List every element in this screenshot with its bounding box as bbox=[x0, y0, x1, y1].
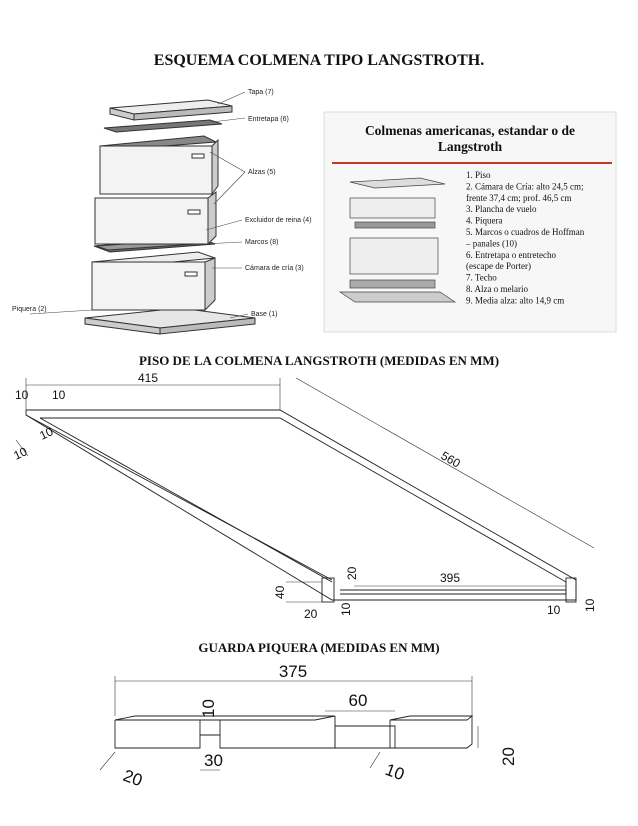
main-title: ESQUEMA COLMENA TIPO LANGSTROTH. bbox=[153, 52, 485, 69]
dim-10-g: 10 bbox=[583, 598, 597, 612]
floor-left-rail bbox=[25, 414, 333, 581]
floor-title: PISO DE LA COLMENA LANGSTROTH (MEDIDAS E… bbox=[138, 353, 500, 368]
dim-10-e: 10 bbox=[339, 602, 353, 616]
panel-title-line1: Colmenas americanas, estandar o de bbox=[365, 123, 575, 138]
floor-front-post-right bbox=[565, 577, 577, 603]
panel-list-item: 6. Entretapa o entretecho bbox=[466, 250, 556, 260]
dim-10-d: 10 bbox=[11, 444, 29, 462]
floor-frame-outer bbox=[25, 409, 577, 601]
floor-front-post-left bbox=[321, 577, 335, 603]
dim-20-b: 20 bbox=[304, 607, 318, 621]
guard-notch-wide bbox=[334, 725, 396, 749]
hive-inner-cover bbox=[103, 119, 223, 133]
dim-10-a: 10 bbox=[15, 388, 29, 402]
hive-lid bbox=[109, 99, 233, 121]
hive-super-lower bbox=[94, 191, 217, 246]
label-base: Base (1) bbox=[251, 311, 277, 318]
dim-10-f: 10 bbox=[547, 603, 561, 617]
info-panel: Colmenas americanas, estandar o de Langs… bbox=[323, 111, 617, 333]
dim-60: 60 bbox=[349, 691, 368, 710]
label-tapa: Tapa (7) bbox=[248, 89, 274, 96]
floor-frame-inner bbox=[40, 417, 567, 595]
panel-list-item: 9. Media alza: alto 14,9 cm bbox=[466, 295, 564, 305]
guard-top-right bbox=[389, 715, 474, 721]
hive-leader-lines bbox=[29, 91, 249, 319]
dim-395: 395 bbox=[440, 571, 460, 585]
floor-drawing bbox=[15, 377, 595, 603]
hive-base bbox=[84, 307, 256, 335]
dim-415: 415 bbox=[138, 371, 158, 385]
hive-super-upper bbox=[99, 135, 219, 196]
dim-40: 40 bbox=[273, 585, 287, 599]
guard-title: GUARDA PIQUERA (MEDIDAS EN MM) bbox=[198, 640, 440, 655]
panel-list-item: 2. Cámara de Cría: alto 24,5 cm; bbox=[466, 181, 583, 191]
panel-list-item: 7. Techo bbox=[466, 273, 497, 283]
floor-dimension-lines bbox=[15, 377, 595, 603]
dim-560: 560 bbox=[439, 448, 464, 470]
guard-dimension-lines bbox=[99, 676, 479, 771]
hive-brood-chamber bbox=[91, 251, 216, 312]
dim-20-depth: 20 bbox=[121, 766, 145, 790]
label-camara: Cámara de cría (3) bbox=[245, 265, 304, 272]
dim-20-height: 20 bbox=[499, 747, 518, 766]
panel-list-item: frente 37,4 cm; prof. 46,5 cm bbox=[466, 193, 571, 203]
panel-list-item: (escape de Porter) bbox=[466, 261, 531, 271]
panel-hive-illustration bbox=[338, 177, 457, 303]
panel-list-item: 4. Piquera bbox=[466, 216, 503, 226]
dim-10-b: 10 bbox=[52, 388, 66, 402]
label-excluidor: Excluidor de reina (4) bbox=[245, 217, 312, 224]
dim-30: 30 bbox=[204, 751, 223, 770]
dim-10-c: 10 bbox=[37, 424, 55, 442]
dim-10-depth: 10 bbox=[383, 760, 407, 784]
panel-list-item: 5. Marcos o cuadros de Hoffman bbox=[466, 227, 585, 237]
guard-front-left bbox=[114, 716, 336, 749]
guard-notch-small bbox=[199, 720, 221, 736]
guard-front-right bbox=[389, 716, 473, 749]
panel-list-item: 3. Plancha de vuelo bbox=[466, 204, 537, 214]
guard-drawing bbox=[99, 676, 479, 771]
dim-20-a: 20 bbox=[345, 566, 359, 580]
label-piquera: Piquera (2) bbox=[12, 306, 47, 313]
panel-list-item: 1. Piso bbox=[466, 170, 491, 180]
label-marcos: Marcos (8) bbox=[245, 239, 278, 246]
floor-left-rail-inner bbox=[39, 417, 333, 583]
panel-title-line2: Langstroth bbox=[438, 139, 503, 154]
dim-375: 375 bbox=[279, 662, 307, 681]
guard-top-left bbox=[114, 715, 336, 721]
panel-list-item: 8. Alza o melario bbox=[466, 284, 528, 294]
hive-exploded-drawing bbox=[29, 91, 256, 335]
panel-list-item: – panales (10) bbox=[465, 238, 517, 248]
label-entretapa: Entretapa (6) bbox=[248, 116, 289, 123]
label-alzas: Alzas (5) bbox=[248, 169, 276, 176]
dim-10-notch: 10 bbox=[199, 699, 218, 718]
